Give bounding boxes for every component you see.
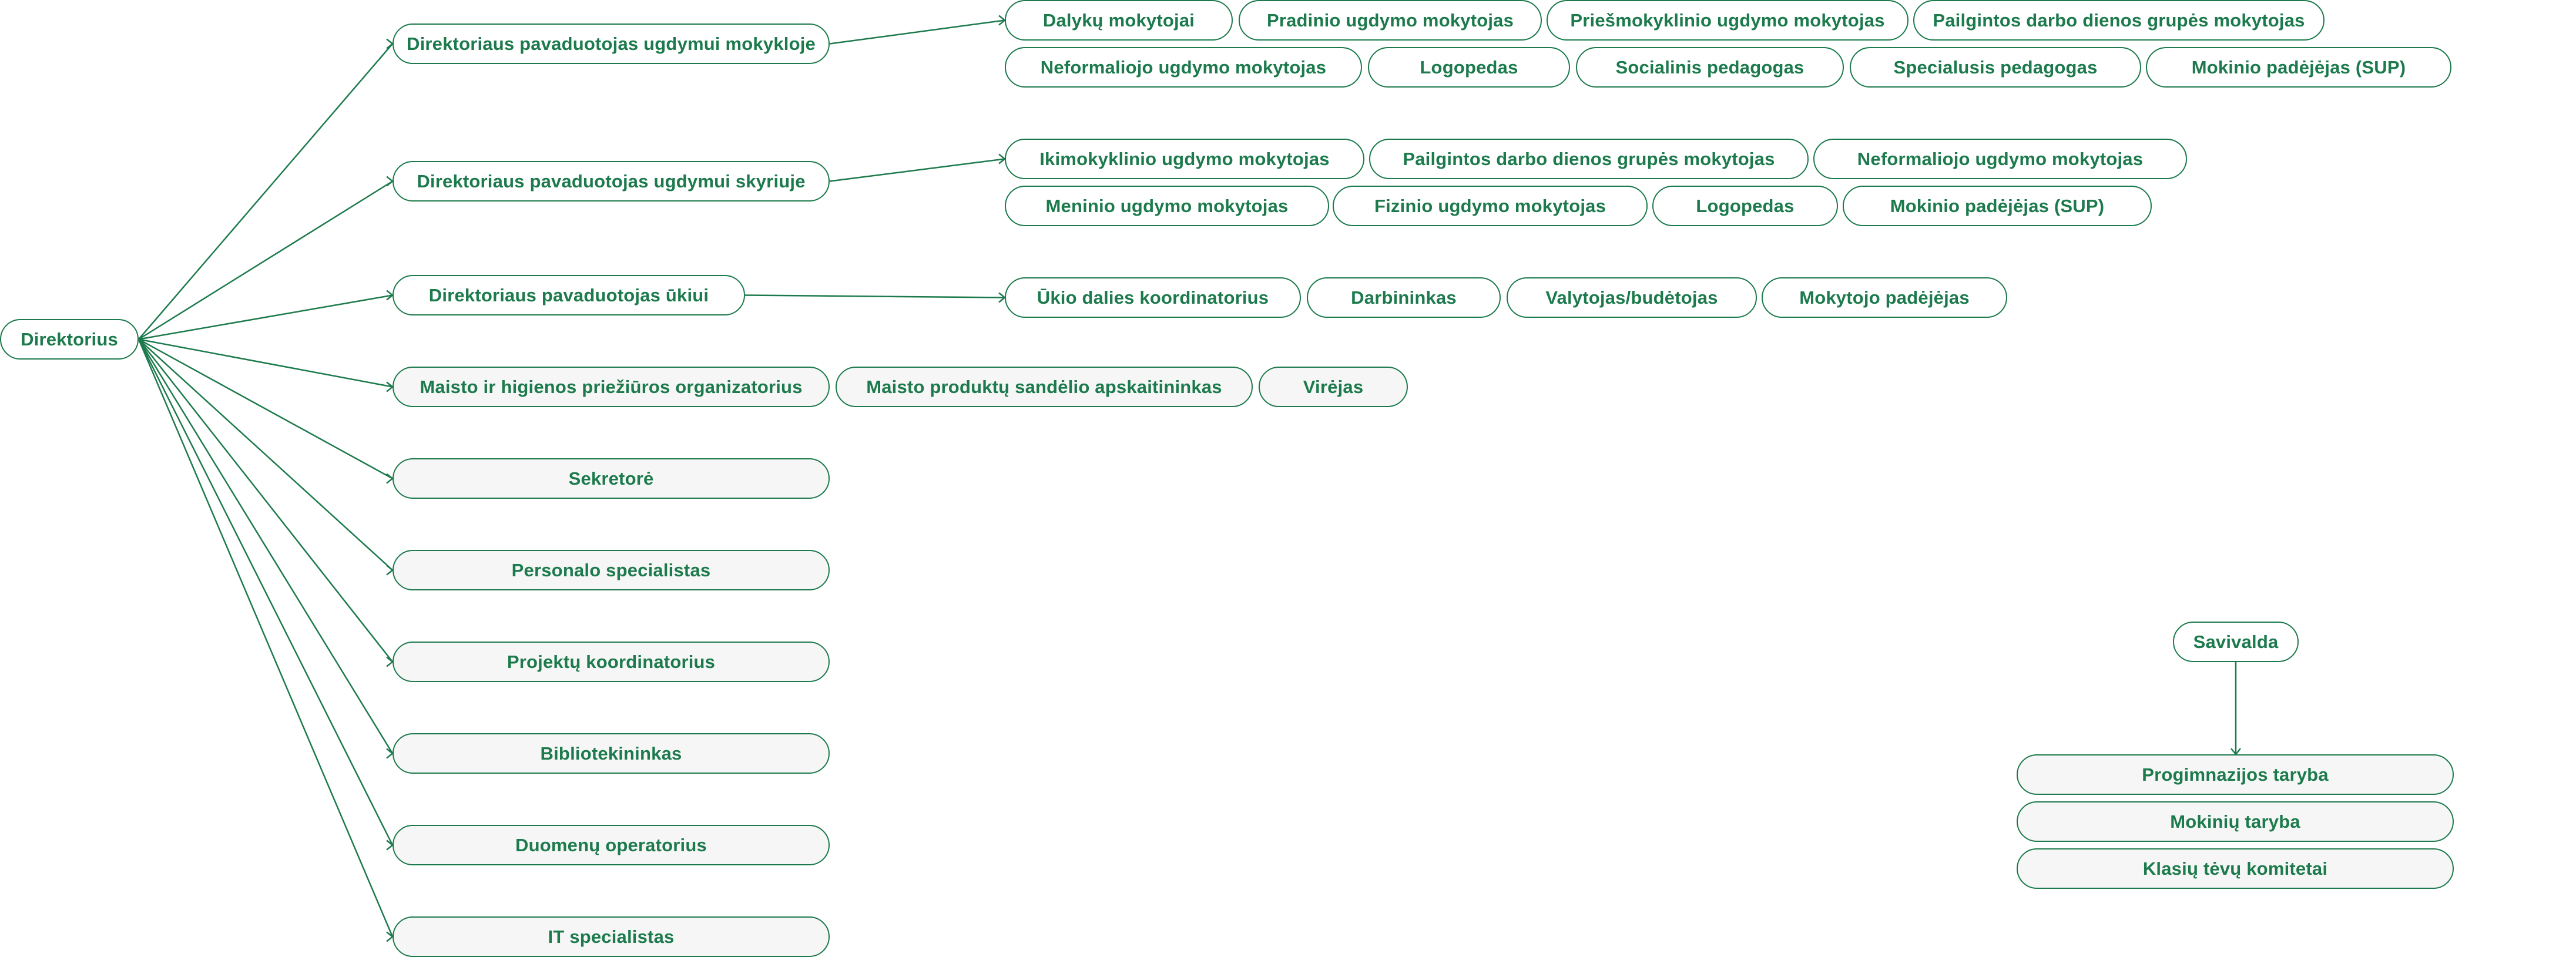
- root-to-branch-line: [138, 338, 393, 571]
- branch-node: Bibliotekininkas: [393, 733, 830, 774]
- root-to-branch-line: [138, 338, 393, 479]
- branch-node: Direktoriaus pavaduotojas ugdymui mokykl…: [393, 23, 830, 64]
- branch-node: Sekretorė: [393, 458, 830, 499]
- branch-arrowhead: [386, 38, 394, 49]
- branch-arrowhead: [386, 656, 394, 667]
- self-government-child: Klasių tėvų komitetai: [2017, 848, 2454, 889]
- child-node: Pailgintos darbo dienos grupės mokytojas: [1913, 0, 2325, 41]
- branch-arrowhead: [386, 565, 394, 576]
- child-node: Pailgintos darbo dienos grupės mokytojas: [1369, 139, 1809, 179]
- root-to-branch-line: [137, 338, 394, 846]
- root-to-branch-line: [138, 294, 393, 340]
- child-node: Meninio ugdymo mokytojas: [1005, 186, 1329, 226]
- child-node: Logopedas: [1368, 47, 1570, 88]
- root-to-branch-line: [138, 338, 393, 388]
- branch-arrowhead: [386, 748, 394, 759]
- child-node: Socialinis pedagogas: [1576, 47, 1844, 88]
- branch-to-children-line: [829, 19, 1005, 45]
- child-node: Priešmokyklinio ugdymo mokytojas: [1547, 0, 1908, 41]
- branch-node: Direktoriaus pavaduotojas ugdymui skyriu…: [393, 161, 830, 202]
- child-node: Fizinio ugdymo mokytojas: [1333, 186, 1648, 226]
- branch-node: IT specialistas: [393, 916, 830, 957]
- child-node: Dalykų mokytojai: [1005, 0, 1233, 41]
- child-node: Virėjas: [1259, 367, 1408, 407]
- root-node: Direktorius: [0, 319, 139, 360]
- child-node: Specialusis pedagogas: [1850, 47, 2141, 88]
- child-node: Neformaliojo ugdymo mokytojas: [1813, 139, 2187, 179]
- child-node: Ikimokyklinio ugdymo mokytojas: [1005, 139, 1364, 179]
- root-to-branch-line: [138, 338, 393, 663]
- child-node: Mokinio padėjėjas (SUP): [1843, 186, 2152, 226]
- child-node: Valytojas/budėtojas: [1507, 277, 1757, 318]
- branch-to-children-line: [744, 294, 1005, 298]
- branch-node: Personalo specialistas: [393, 550, 830, 590]
- branch-to-children-line: [829, 158, 1005, 182]
- self-government-child: Mokinių taryba: [2017, 801, 2454, 842]
- child-node: Mokytojo padėjėjas: [1762, 277, 2007, 318]
- branch-node: Duomenų operatorius: [393, 825, 830, 865]
- root-to-branch-line: [138, 43, 393, 340]
- branch-node: Projektų koordinatorius: [393, 642, 830, 682]
- root-to-branch-line: [138, 180, 393, 340]
- self-government-child: Progimnazijos taryba: [2017, 754, 2454, 795]
- branch-arrowhead: [386, 176, 394, 187]
- branch-node: Maisto ir higienos priežiūros organizato…: [393, 367, 830, 407]
- branch-node: Direktoriaus pavaduotojas ūkiui: [393, 275, 745, 315]
- child-node: Maisto produktų sandėlio apskaitininkas: [836, 367, 1253, 407]
- self-government-node: Savivalda: [2173, 622, 2299, 662]
- branch-arrowhead: [386, 473, 394, 484]
- root-to-branch-line: [137, 339, 394, 937]
- child-node: Mokinio padėjėjas (SUP): [2146, 47, 2451, 88]
- root-to-branch-line: [137, 338, 394, 754]
- child-node: Neformaliojo ugdymo mokytojas: [1005, 47, 1362, 88]
- child-node: Logopedas: [1652, 186, 1838, 226]
- child-node: Darbininkas: [1307, 277, 1501, 318]
- child-node: Pradinio ugdymo mokytojas: [1239, 0, 1542, 41]
- child-node: Ūkio dalies koordinatorius: [1005, 277, 1301, 318]
